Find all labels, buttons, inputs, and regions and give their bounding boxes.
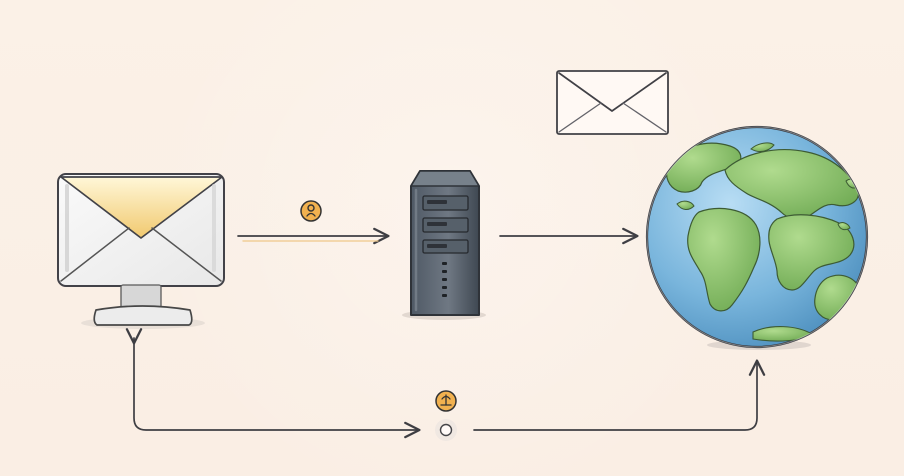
monitor-envelope-icon (57, 173, 225, 329)
server-tower-icon (402, 170, 486, 320)
envelope-icon (556, 70, 669, 135)
return-loop-connector (125, 328, 766, 439)
signal-badge-icon (435, 390, 457, 441)
globe-icon (645, 125, 869, 350)
user-badge-icon (300, 200, 322, 222)
client-to-server-connector (237, 227, 390, 245)
